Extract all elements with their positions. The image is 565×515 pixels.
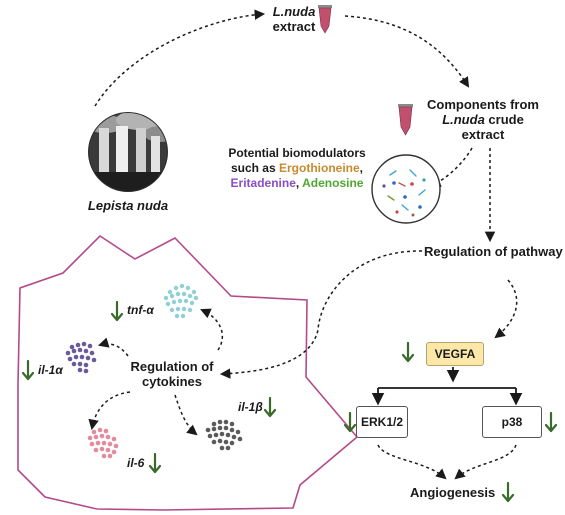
biomodulators-line1: Potential biomodulators <box>228 146 366 160</box>
arrow-cytokines-to-il1b <box>174 394 198 436</box>
il-6-cluster <box>87 427 119 459</box>
mushroom-photo <box>88 112 168 192</box>
tnf-alpha-cluster <box>163 283 199 319</box>
arrow-pathway-to-vegfa <box>494 279 518 339</box>
down-arrow-icon <box>148 452 162 474</box>
tnf-alpha-label: tnf-α <box>127 303 154 317</box>
biomodulators-comma: , <box>359 161 364 175</box>
down-arrow-icon <box>110 300 124 322</box>
arrow-mushroom-to-extract <box>94 9 266 107</box>
il-1alpha-cluster <box>65 341 97 374</box>
biomodulators-label: Potential biomodulators such as Ergothio… <box>222 146 372 191</box>
arrow-extract-to-components <box>344 15 470 88</box>
components-label: Components from L.nuda crude extract <box>418 97 548 142</box>
down-arrow-icon <box>21 359 35 381</box>
il-1beta-cluster <box>205 419 243 451</box>
biomodulators-comma2: , <box>295 176 303 190</box>
arrow-cytokines-to-tnf <box>200 308 223 351</box>
lepista-nuda-label: Lepista nuda <box>87 198 169 213</box>
components-crude: crude <box>484 112 524 127</box>
cytokines-line1: Regulation of <box>130 359 214 374</box>
down-arrow-icon <box>544 411 558 433</box>
il-1beta-label: il-1β <box>238 400 263 414</box>
arrow-p38-to-angiogenesis <box>454 444 517 480</box>
down-arrow-icon <box>501 481 515 503</box>
extract-name: L.nuda <box>272 4 316 19</box>
erk-box: ERK1/2 <box>356 406 408 438</box>
regulation-of-cytokines-label: Regulation of cytokines <box>122 359 222 389</box>
down-arrow-icon <box>263 396 277 418</box>
ergothioneine-name: Ergothioneine <box>279 161 360 175</box>
arrow-cytokines-to-il1a <box>97 337 129 357</box>
vegfa-box: VEGFA <box>426 342 484 366</box>
arrow-cytokines-to-il6 <box>88 391 131 431</box>
il-6-label: il-6 <box>127 456 145 470</box>
down-arrow-icon <box>343 411 357 433</box>
cytokines-line2: cytokines <box>142 374 202 389</box>
il-1alpha-label: il-1α <box>38 363 63 377</box>
cytokine-star-outline <box>17 234 359 511</box>
biomodulators-such-as: such as <box>230 161 279 175</box>
components-line1: Components from <box>427 97 539 112</box>
molecule-circle <box>371 154 441 224</box>
extract-label: L.nuda extract <box>262 4 326 34</box>
microcentrifuge-tube-icon <box>318 5 332 34</box>
components-line3: extract <box>461 127 505 142</box>
components-name: L.nuda <box>442 112 485 127</box>
arrow-pathway-to-cytokines <box>219 250 423 379</box>
microcentrifuge-tube-icon <box>398 104 413 136</box>
angiogenesis-label: Angiogenesis <box>410 485 496 500</box>
regulation-of-pathway-label: Regulation of pathway <box>424 244 563 259</box>
eritadenine-name: Eritadenine <box>230 176 296 190</box>
down-arrow-icon <box>401 341 415 363</box>
extract-word: extract <box>272 19 316 34</box>
arrow-erk-to-angiogenesis <box>377 444 447 480</box>
p38-box: p38 <box>482 406 542 438</box>
adenosine-name: Adenosine <box>302 176 364 190</box>
